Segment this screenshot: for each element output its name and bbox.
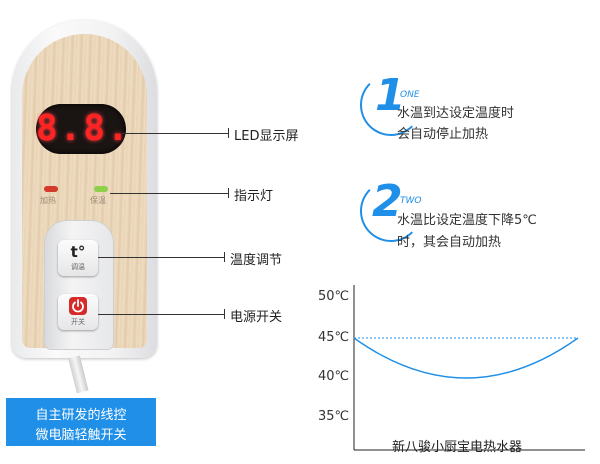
keep-warm-indicator-label: 保温 <box>90 196 106 205</box>
step-1-number: 1 <box>375 70 406 121</box>
step-1-word: ONE <box>400 90 420 100</box>
y-tick-label: 45℃ <box>318 330 350 345</box>
callout-line-indicator <box>110 193 228 194</box>
step-2-number: 2 <box>372 176 403 227</box>
heat-indicator-label: 加热 <box>40 196 56 205</box>
step-1-arc <box>360 74 422 136</box>
step-2-line-2: 时，其会自动加热 <box>397 235 502 250</box>
step-2-word: TWO <box>400 196 422 206</box>
step-1-line-2: 会自动停止加热 <box>397 127 489 142</box>
temperature-icon: t° <box>70 243 86 261</box>
callout-tick-power <box>224 309 225 319</box>
callout-line-temperature <box>98 257 224 258</box>
power-button-label: 开关 <box>71 318 85 326</box>
callout-line-power <box>98 314 224 315</box>
callout-label-indicator: 指示灯 <box>234 189 274 204</box>
y-tick-label: 40℃ <box>318 369 350 384</box>
callout-label-power: 电源开关 <box>230 310 283 325</box>
caption-line-2: 微电脑轻触开关 <box>35 428 127 443</box>
temperature-adjust-button[interactable] <box>58 240 98 276</box>
chart-caption: 新八骏小厨宝电热水器 <box>392 440 523 455</box>
power-icon <box>69 297 87 315</box>
led-digits: 8.8. <box>36 108 131 149</box>
temperature-curve <box>353 337 579 379</box>
callout-label-temperature: 温度调节 <box>230 253 283 268</box>
callout-line-led <box>122 133 228 134</box>
temperature-button-label: 调温 <box>71 263 85 271</box>
y-tick-label: 50℃ <box>318 289 350 304</box>
callout-tick-led <box>228 128 229 138</box>
step-2-arc <box>360 180 422 242</box>
heat-indicator-light <box>44 186 58 192</box>
caption-line-1: 自主研发的线控 <box>35 408 127 423</box>
step-1-line-1: 水温到达设定温度时 <box>397 106 515 121</box>
caption-box <box>6 398 156 446</box>
y-tick-label: 35℃ <box>318 409 350 424</box>
led-display-window <box>36 104 126 154</box>
callout-label-led: LED显示屏 <box>234 129 299 144</box>
callout-tick-temperature <box>224 252 225 262</box>
step-2-line-1: 水温比设定温度下降5℃ <box>397 213 537 228</box>
keep-warm-indicator-light <box>94 186 108 192</box>
callout-tick-indicator <box>228 188 229 198</box>
